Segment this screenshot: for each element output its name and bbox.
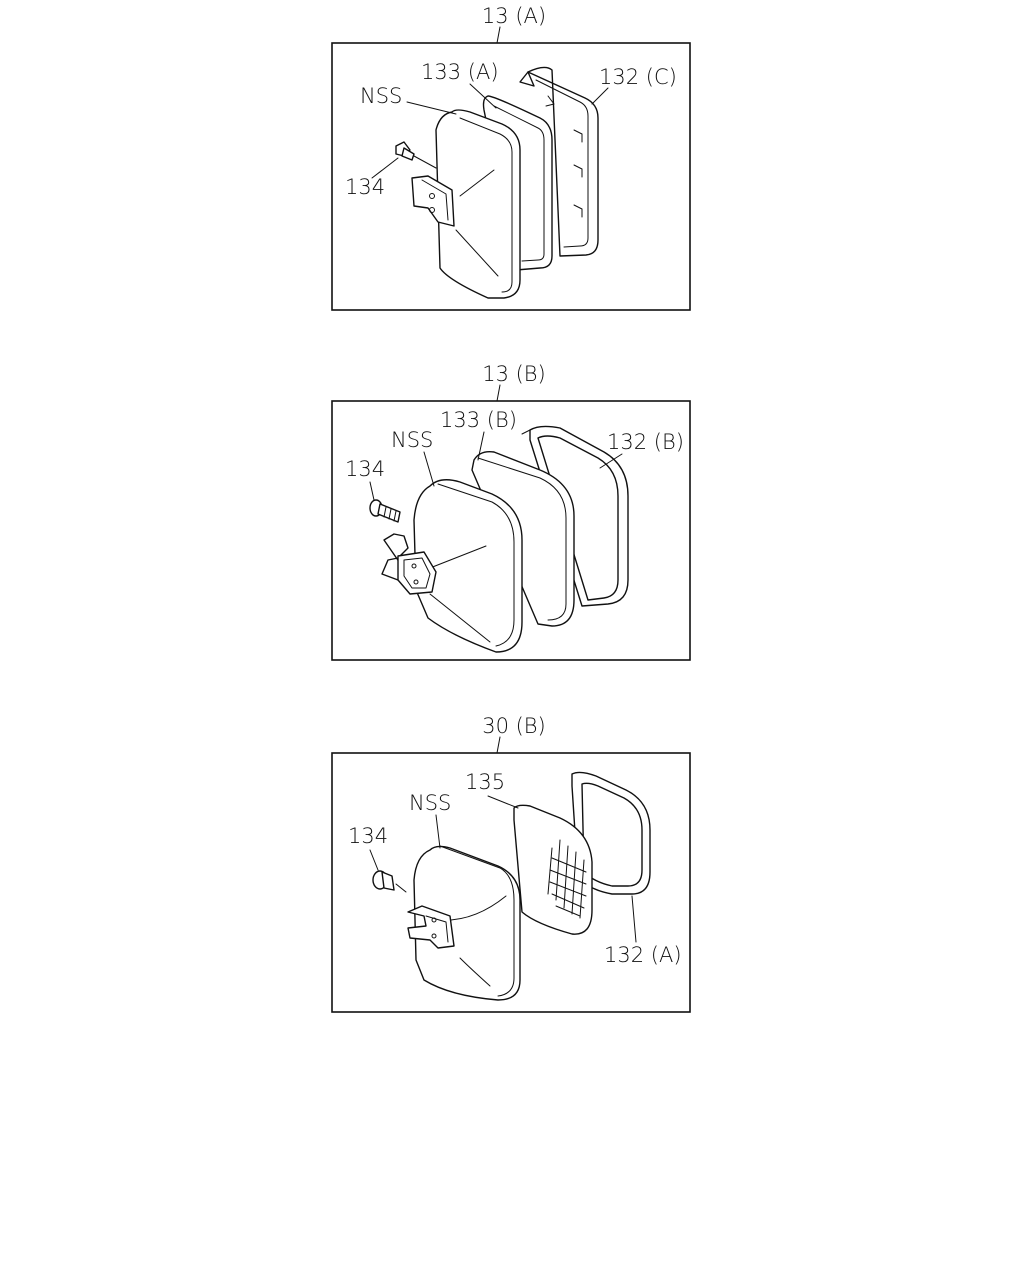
panel-13b-title: 13 (B) (482, 362, 546, 386)
glass-135-part (513, 804, 593, 935)
label-135: 135 (465, 770, 505, 794)
label-134-a: 134 (345, 175, 385, 199)
housing-nss-c-part (407, 845, 521, 1001)
label-134-b: 134 (345, 457, 385, 481)
panel-13b: 13 (B) (331, 362, 691, 661)
housing-nss-b-part (381, 479, 523, 653)
label-134-c: 134 (348, 824, 388, 848)
leader-132c (591, 87, 609, 105)
screw-134-c-part (372, 870, 407, 893)
frame-132c-part (519, 66, 599, 257)
leader-134-c (369, 849, 379, 871)
panel-13a: 13 (A) (331, 4, 691, 311)
label-132a: 132 (A) (604, 943, 682, 967)
gasket-133b-part (471, 450, 575, 627)
panel-30b-title-leader (496, 736, 501, 754)
glass-grid (547, 839, 587, 919)
label-nss-c: NSS (409, 791, 451, 815)
label-nss-b: NSS (391, 428, 433, 452)
frame-132b-part (521, 425, 629, 607)
label-132c: 132 (C) (599, 65, 677, 89)
label-nss-a: NSS (360, 84, 402, 108)
label-133a: 133 (A) (421, 60, 499, 84)
panel-13a-frame (331, 42, 691, 311)
housing-nss-part (411, 109, 521, 299)
leader-134-b (369, 481, 375, 501)
panel-30b-frame (331, 752, 691, 1013)
label-132b: 132 (B) (607, 430, 684, 454)
leader-133a (469, 83, 497, 109)
panel-13b-frame (331, 400, 691, 661)
leader-133b (477, 431, 485, 461)
panel-13a-title-leader (496, 26, 501, 44)
leader-134-a (371, 157, 399, 179)
screw-134-part (395, 141, 437, 169)
leader-nss-c (435, 814, 441, 849)
panel-13a-title: 13 (A) (482, 4, 546, 28)
leader-135 (487, 795, 519, 809)
leader-132a (631, 895, 637, 943)
panel-30b: 30 (B) (331, 714, 691, 1013)
leader-132b (599, 453, 623, 469)
leader-nss-b (423, 451, 435, 487)
panel-30b-title: 30 (B) (482, 714, 546, 738)
panel-13b-title-leader (496, 384, 501, 402)
leader-nss-a (406, 101, 457, 115)
screw-134-b-part (369, 499, 401, 523)
label-133b: 133 (B) (440, 408, 517, 432)
